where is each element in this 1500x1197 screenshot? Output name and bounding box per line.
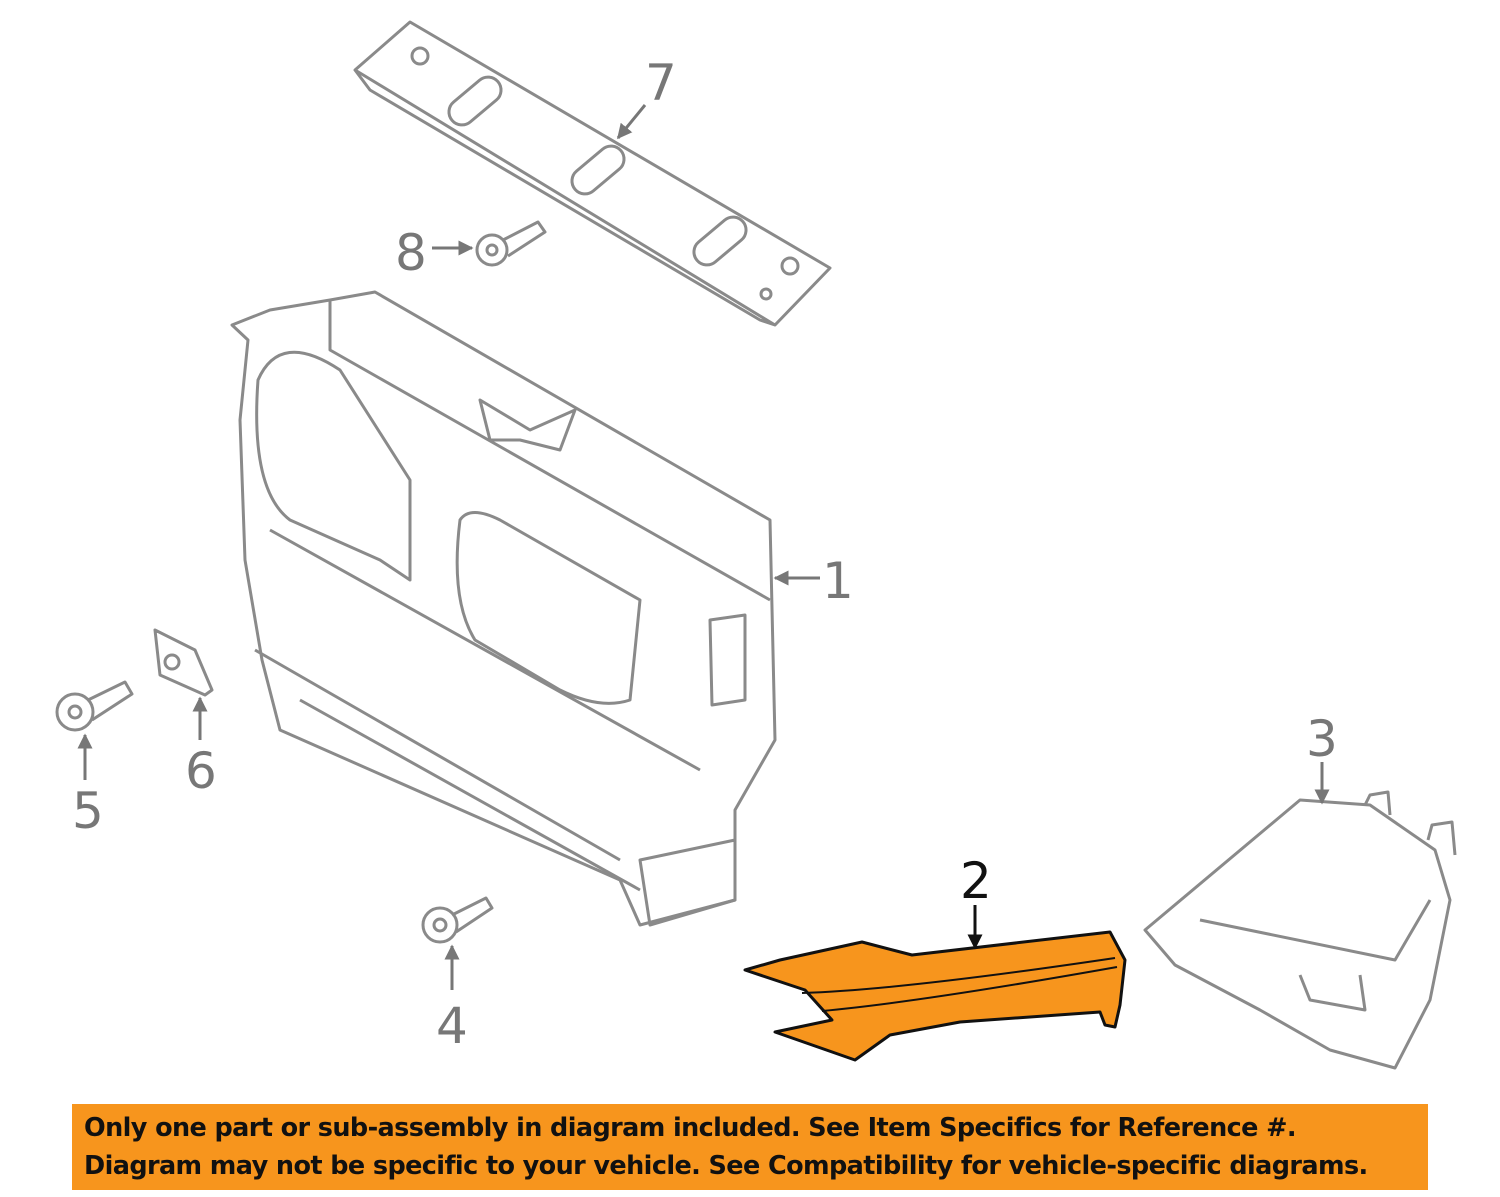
leader-7 bbox=[616, 104, 647, 140]
highlighted-deflector-2-part bbox=[743, 930, 1127, 1062]
air-deflector-3-part bbox=[1143, 790, 1457, 1070]
callout-4: 4 bbox=[436, 997, 468, 1055]
disclaimer-line-1: Only one part or sub-assembly in diagram… bbox=[84, 1113, 1297, 1143]
callout-1: 1 bbox=[822, 552, 854, 610]
disclaimer-line-2: Diagram may not be specific to your vehi… bbox=[84, 1151, 1368, 1181]
callout-8: 8 bbox=[395, 224, 427, 282]
bolt-5-part bbox=[55, 680, 134, 732]
callout-7: 7 bbox=[645, 54, 677, 112]
upper-tie-bar-part bbox=[353, 20, 832, 327]
callout-5: 5 bbox=[72, 782, 104, 840]
callout-3: 3 bbox=[1306, 710, 1338, 768]
radiator-support-part bbox=[230, 290, 777, 927]
clip-nut-6-part bbox=[153, 628, 214, 697]
disclaimer-banner: Only one part or sub-assembly in diagram… bbox=[72, 1104, 1428, 1190]
callout-6: 6 bbox=[185, 742, 217, 800]
bolt-8-part bbox=[475, 220, 547, 267]
callout-2: 2 bbox=[960, 852, 992, 910]
parts-diagram: 1 2 3 4 5 6 7 8 bbox=[55, 20, 1457, 1070]
bolt-4-part bbox=[421, 896, 494, 944]
